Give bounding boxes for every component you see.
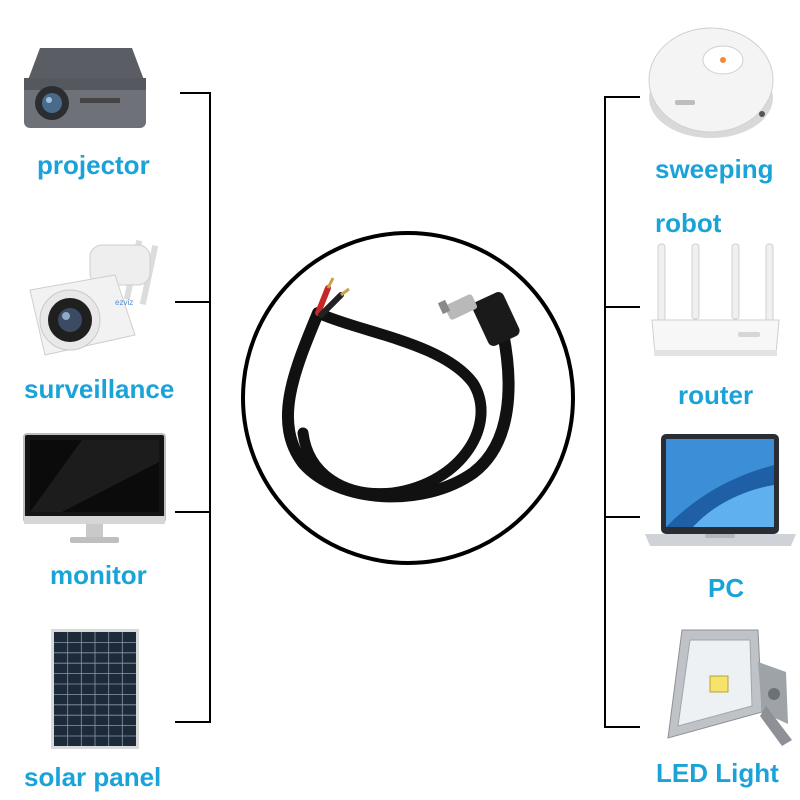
solar-panel-icon	[50, 628, 140, 750]
label-sweeping: sweeping	[655, 154, 774, 184]
label-solar-panel: solar panel	[24, 762, 162, 792]
label-surveillance: surveillance	[24, 374, 175, 404]
right-bracket-line	[604, 96, 640, 728]
floodlight-icon	[662, 628, 794, 750]
left-bracket-line	[175, 92, 211, 723]
label-led-light: LED Light	[656, 758, 779, 788]
label-router: router	[678, 380, 754, 410]
dc-cable-icon	[243, 233, 573, 563]
projector-icon	[20, 40, 150, 135]
robot-vacuum-icon	[645, 18, 777, 148]
laptop-icon	[643, 430, 798, 552]
label-monitor: monitor	[50, 560, 147, 590]
router-icon	[648, 242, 783, 362]
label-projector: projector	[37, 150, 150, 180]
svg-text:ezviz: ezviz	[115, 298, 133, 307]
label-pc: PC	[708, 573, 745, 603]
label-robot: robot	[655, 208, 722, 238]
monitor-icon	[22, 432, 167, 550]
security-camera-icon: ezviz	[20, 235, 165, 370]
